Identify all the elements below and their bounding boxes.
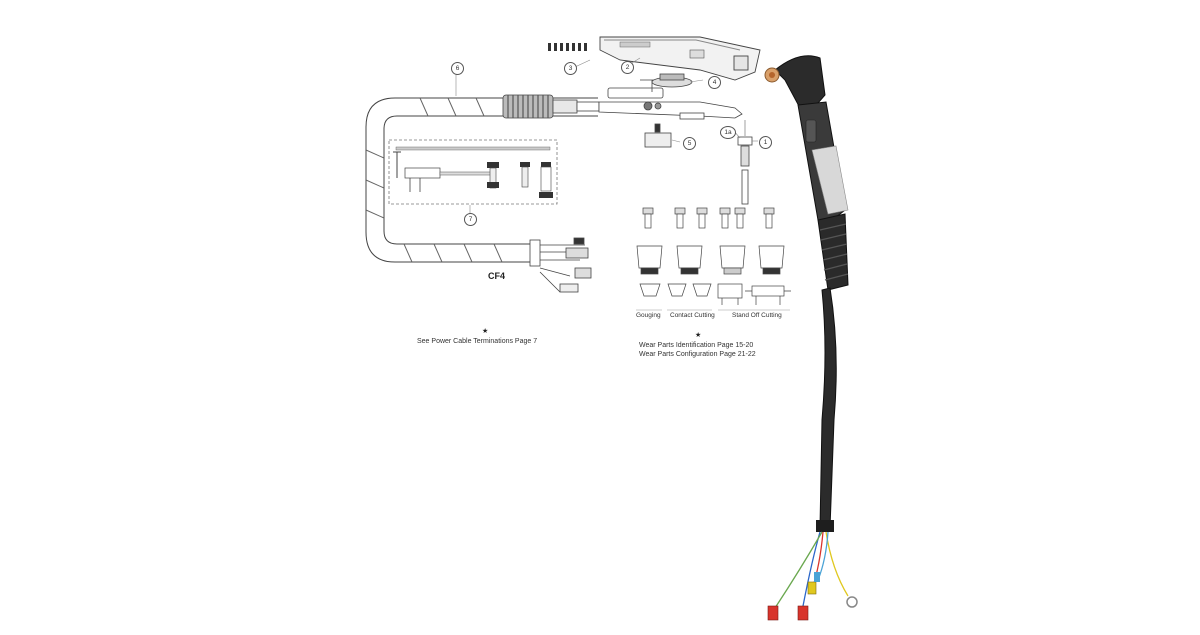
callout-2: 2 <box>621 61 634 74</box>
callout-7: 7 <box>464 213 477 226</box>
screws <box>548 43 587 51</box>
label-stand-off-cutting: Stand Off Cutting <box>732 312 782 319</box>
label-contact-cutting: Contact Cutting <box>670 312 715 319</box>
wear-parts-grid <box>636 207 791 311</box>
star-marker-wear: ★ <box>695 331 702 339</box>
cable-loop <box>365 97 598 263</box>
note-power-cable: See Power Cable Terminations Page 7 <box>417 338 538 345</box>
callout-1: 1 <box>759 136 772 149</box>
callout-4: 4 <box>708 76 721 89</box>
tips-row <box>639 283 791 305</box>
trigger-switch <box>651 73 693 88</box>
note-wear-parts-id: Wear Parts Identification Page 15-20 <box>639 342 754 349</box>
label-gouging: Gouging <box>636 312 661 319</box>
note-wear-parts-config: Wear Parts Configuration Page 21-22 <box>639 351 756 358</box>
tool-kit-box <box>388 139 558 205</box>
model-label: CF4 <box>488 271 506 281</box>
cable-end-connectors <box>529 237 592 293</box>
wire-terminals <box>767 572 858 621</box>
electrodes-row <box>642 207 775 229</box>
shield-cups-row <box>636 245 785 275</box>
part-5 <box>644 123 672 148</box>
strain-relief <box>502 94 600 119</box>
callout-3: 3 <box>564 62 577 75</box>
torch-wires <box>774 531 849 609</box>
assembled-torch <box>764 55 849 532</box>
torch-body-internal <box>598 79 743 120</box>
star-marker-power: ★ <box>482 327 489 335</box>
torch-handle <box>599 36 761 81</box>
callout-5: 5 <box>683 137 696 150</box>
torch-head-parts <box>737 120 753 205</box>
callout-1a: 1a <box>720 126 736 139</box>
callout-6: 6 <box>451 62 464 75</box>
